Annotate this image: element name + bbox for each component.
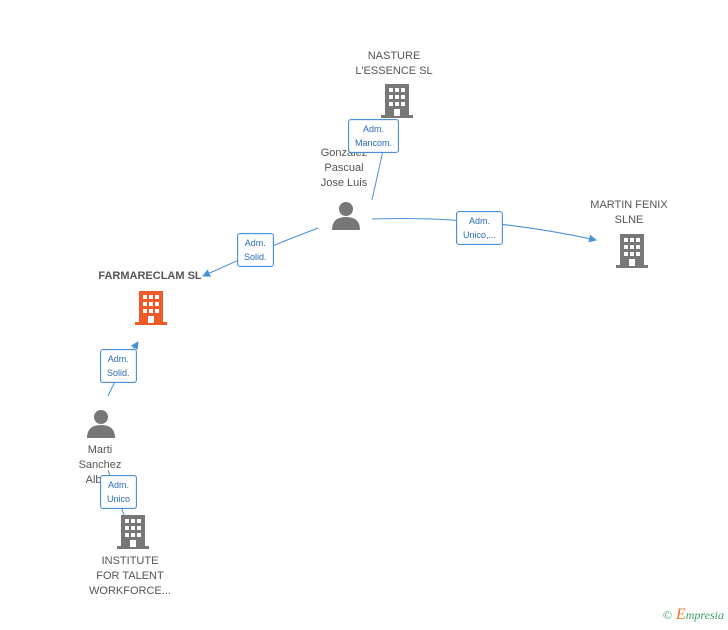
node-label-farmareclam[interactable]: FARMARECLAM SL [86,269,214,284]
badge-line: Adm. [108,480,130,490]
node-label-institute[interactable]: INSTITUTE FOR TALENT WORKFORCE... [78,554,182,599]
edge-badge-marti-farmareclam[interactable]: Adm. Solid. [100,349,137,383]
label-line: INSTITUTE [101,555,159,567]
brand-name: mpresia [685,608,724,622]
label-line: Pascual [324,162,364,174]
label-line: Sanchez [78,459,122,471]
edge-badge-gonzalez-martin[interactable]: Adm. Unico,... [456,211,504,245]
badge-line: Adm. [244,238,266,248]
building-icon[interactable] [381,84,413,118]
label-line: MARTIN FENIX [590,199,668,211]
node-label-nasture[interactable]: NASTURE L'ESSENCE SL [344,49,444,79]
label-line: SLNE [614,214,644,226]
building-icon[interactable] [616,234,648,268]
copyright-symbol: © [662,608,672,622]
badge-line: Unico,... [463,230,497,240]
label-line: Jose Luis [320,177,368,189]
badge-line: Solid. [244,252,267,262]
node-label-gonzalez[interactable]: Gonzalez Pascual Jose Luis [299,146,389,191]
edge-badge-marti-institute[interactable]: Adm. Unico [100,475,138,509]
badge-line: Adm. [469,216,491,226]
label-line: Marti [87,444,113,456]
label-line: FARMARECLAM SL [98,270,202,282]
badge-line: Adm. [363,124,385,134]
brand-initial: E [675,606,686,623]
badge-line: Unico [107,494,131,504]
edge-badge-gonzalez-farmareclam[interactable]: Adm. Solid. [237,233,274,267]
badge-line: Solid. [107,368,130,378]
building-icon[interactable] [117,515,149,549]
person-icon[interactable] [86,408,116,438]
building-icon[interactable] [135,291,167,325]
label-line: NASTURE [367,50,421,62]
badge-line: Adm. [107,354,129,364]
brand-logo: ©Empresia [663,606,724,624]
badge-line: Mancom. [355,138,393,148]
label-line: L'ESSENCE SL [355,65,433,77]
node-label-martin-fenix[interactable]: MARTIN FENIX SLNE [579,198,679,228]
person-icon[interactable] [331,200,361,230]
label-line: WORKFORCE... [89,585,171,597]
edge-badge-gonzalez-nasture[interactable]: Adm. Mancom. [348,119,400,153]
label-line: FOR TALENT [96,570,164,582]
